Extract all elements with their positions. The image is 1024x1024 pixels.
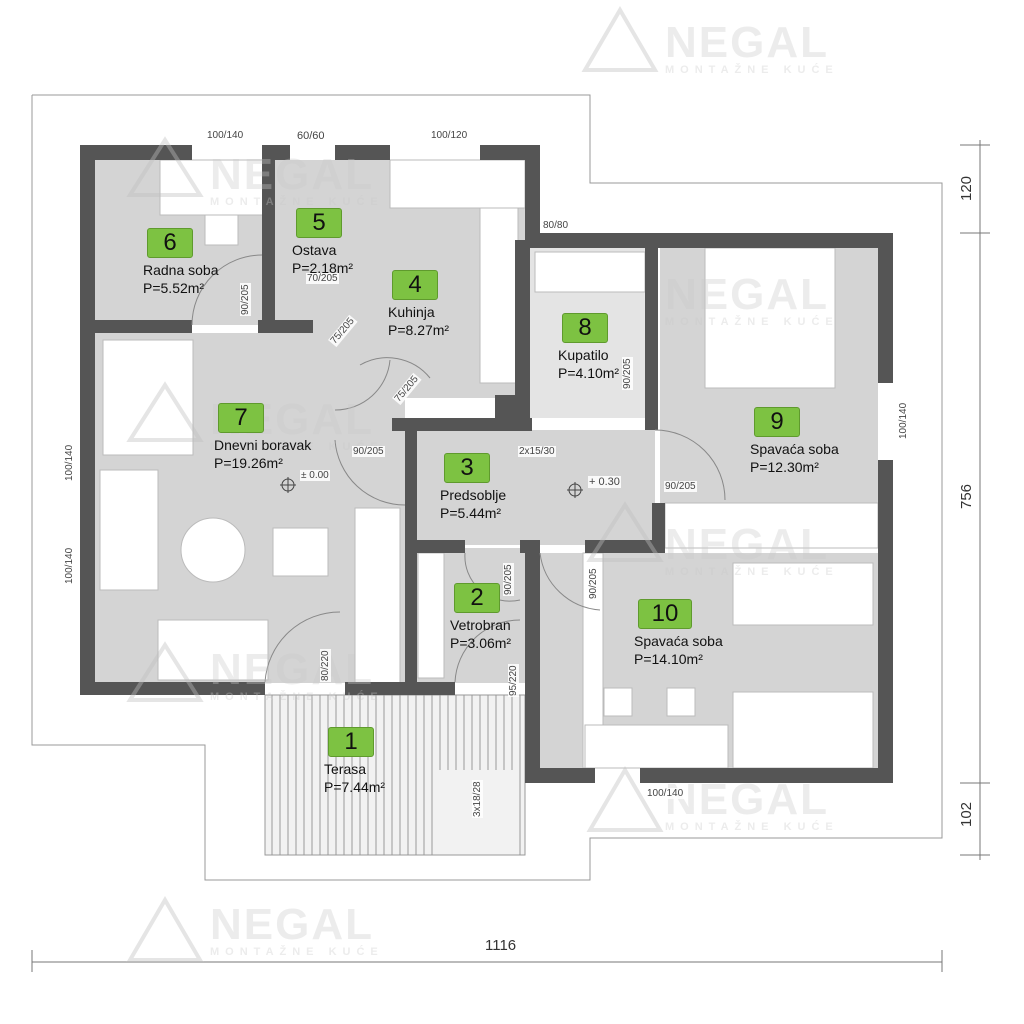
door-label: 90/205: [503, 563, 514, 596]
window-label: 60/60: [296, 130, 326, 142]
door-label: 90/205: [352, 446, 385, 457]
plot-outline: [31, 94, 943, 881]
steps-label: 2x15/30: [518, 446, 556, 457]
door-label: 90/205: [588, 567, 599, 600]
window-label: 100/140: [206, 130, 245, 141]
watermark-logos: [126, 6, 664, 962]
window-label: 100/120: [430, 130, 469, 141]
door-label: 90/205: [664, 481, 697, 492]
offset-bottom-label: 102: [958, 801, 975, 827]
level-label: ± 0.00: [300, 470, 330, 481]
door-label: 70/205: [306, 273, 339, 284]
overall-depth-label: 756: [958, 483, 975, 509]
terrace-deck: [264, 694, 526, 856]
overall-width-label: 1116: [485, 937, 517, 954]
door-label: 80/220: [320, 649, 331, 682]
window-label: 80/80: [542, 220, 570, 231]
level-marker-icons: [280, 477, 583, 498]
steps-label: 3x18/28: [472, 780, 483, 818]
level-label: + 0.30: [588, 476, 621, 488]
offset-top-label: 120: [958, 175, 975, 201]
walls: [80, 145, 893, 783]
door-label: 95/220: [508, 664, 519, 697]
window-label: 100/140: [64, 443, 75, 482]
dimension-lines: [31, 140, 990, 972]
window-label: 100/140: [898, 401, 909, 440]
door-label: 90/205: [240, 283, 251, 316]
door-label: 90/205: [622, 357, 633, 390]
window-label: 100/140: [646, 788, 685, 799]
window-label: 100/140: [64, 546, 75, 585]
door-swings: [191, 254, 726, 683]
